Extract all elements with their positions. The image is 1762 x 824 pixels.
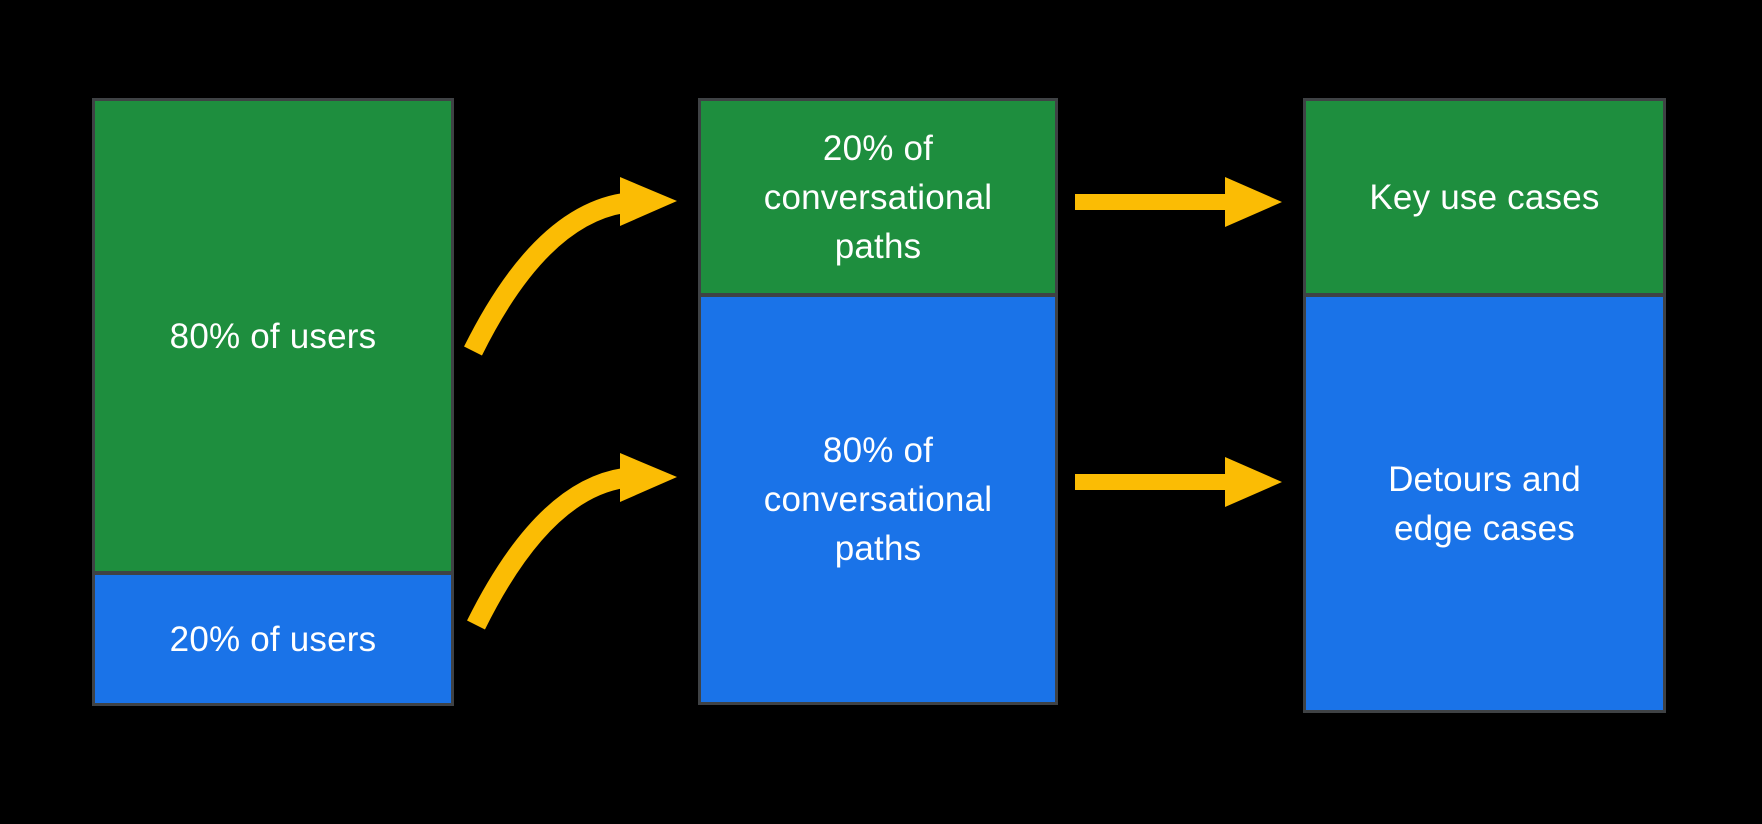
segment-key-use-cases: Key use cases (1306, 101, 1663, 293)
curved-arrow-top (464, 177, 677, 356)
straight-arrow-top (1075, 177, 1282, 227)
segment-paths-minority: 20% of conversational paths (701, 101, 1055, 293)
outcomes-column: Key use cases Detours and edge cases (1303, 98, 1666, 713)
segment-detours-edge-cases-label: Detours and edge cases (1388, 459, 1581, 548)
curved-arrow-bottom-shaft (467, 468, 626, 630)
straight-arrow-bottom (1075, 457, 1282, 507)
segment-detours-edge-cases: Detours and edge cases (1306, 293, 1663, 710)
segment-users-minority-label: 20% of users (169, 619, 377, 659)
segment-users-minority: 20% of users (95, 571, 451, 703)
segment-users-majority: 80% of users (95, 101, 451, 571)
segment-users-majority-label: 80% of users (169, 316, 377, 356)
curved-arrow-top-head-icon (620, 177, 677, 226)
straight-arrow-bottom-head-icon (1225, 457, 1282, 507)
segment-paths-minority-label: 20% of conversational paths (763, 128, 993, 266)
straight-arrow-top-head-icon (1225, 177, 1282, 227)
curved-arrow-bottom (467, 453, 677, 630)
segment-paths-majority-label: 80% of conversational paths (763, 431, 993, 568)
conversational-paths-column: 20% of conversational paths 80% of conve… (698, 98, 1058, 705)
segment-key-use-cases-label: Key use cases (1369, 177, 1600, 217)
users-column: 80% of users 20% of users (92, 98, 454, 706)
curved-arrow-bottom-head-icon (620, 453, 677, 502)
segment-paths-majority: 80% of conversational paths (701, 293, 1055, 702)
curved-arrow-top-shaft (464, 193, 626, 356)
